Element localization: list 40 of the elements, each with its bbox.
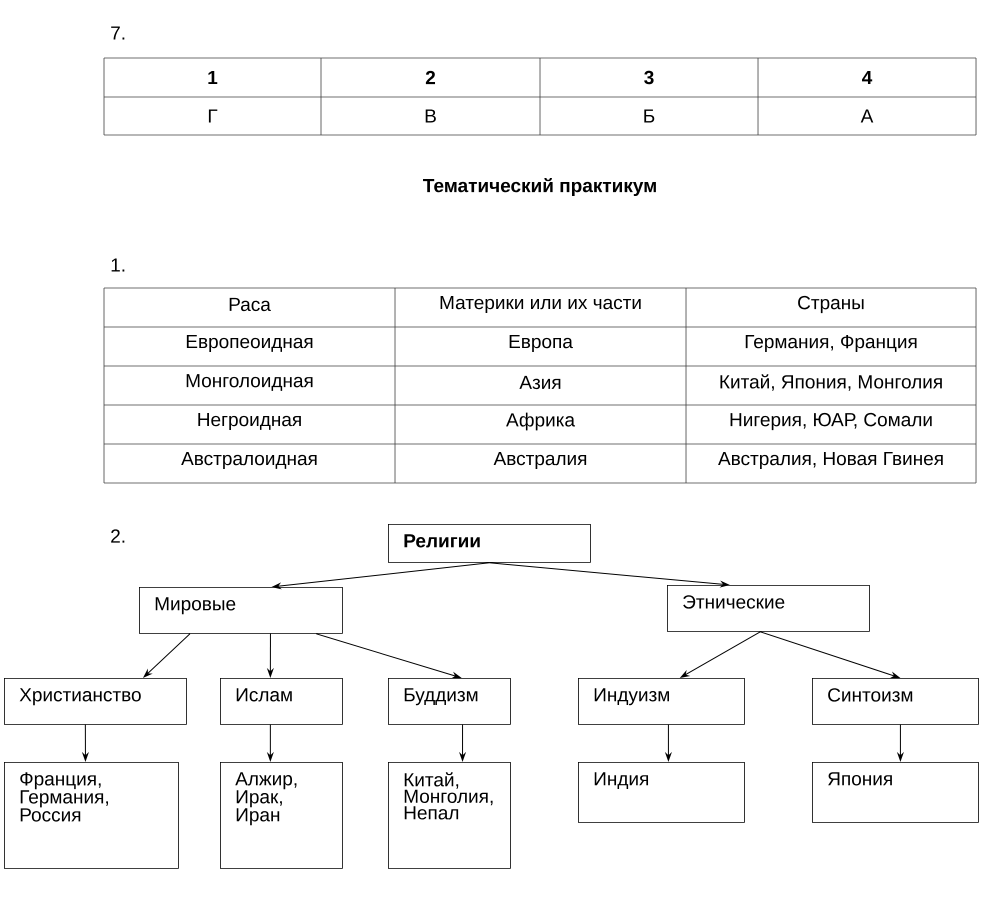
table-cell: А [860, 109, 874, 123]
text-box: Буддизм [388, 678, 511, 725]
text-box: Китай, Монголия, Непал [388, 762, 511, 869]
table-cell: Европеоидная [186, 335, 312, 352]
text-box: Религии [388, 524, 591, 563]
table-cell: Страны [798, 296, 864, 314]
table-cell: 2 [426, 70, 436, 84]
text-box: Индуизм [578, 678, 745, 725]
table-cell: Раса [230, 298, 271, 312]
text-box: Индия [578, 762, 745, 823]
heading: Тематический практикум [423, 178, 656, 196]
text-box: Мировые [139, 587, 343, 634]
table-cell: Германия, Франция [746, 334, 916, 352]
table-cell: Г [208, 109, 218, 123]
text-box: Ислам [220, 678, 343, 725]
table-cell: 1 [208, 70, 218, 84]
table-cell: Б [644, 109, 654, 123]
table-cell: 3 [644, 70, 654, 84]
table-cell: В [426, 109, 436, 123]
table-cell: 4 [862, 70, 872, 84]
item-number: 1. [112, 258, 124, 272]
item-number: 7. [111, 26, 124, 40]
text-box: Япония [812, 762, 979, 823]
table-cell: Австралоидная [181, 452, 317, 469]
table-cell: Китай, Япония, Монголия [720, 374, 942, 391]
text-box: Синтоизм [812, 678, 979, 725]
table-cell: Австралия, Новая Гвинея [718, 452, 943, 469]
text-box: Франция, Германия, Россия [4, 762, 179, 869]
table-cell: Австралия [494, 452, 586, 469]
text-box: Алжир, Ирак, Иран [220, 762, 343, 869]
table-cell: Нигерия, ЮАР, Сомали [730, 412, 932, 430]
table-cell: Материки или их части [440, 296, 641, 313]
table-cell: Европа [510, 335, 573, 352]
item-number: 2. [111, 529, 124, 543]
text-box: Христианство [4, 678, 187, 725]
table-cell: Африка [506, 412, 576, 430]
table-cell: Монголоидная [186, 374, 312, 391]
text-box: Этнические [667, 585, 870, 632]
table-cell: Азия [519, 376, 560, 390]
table-cell: Негроидная [198, 413, 301, 430]
